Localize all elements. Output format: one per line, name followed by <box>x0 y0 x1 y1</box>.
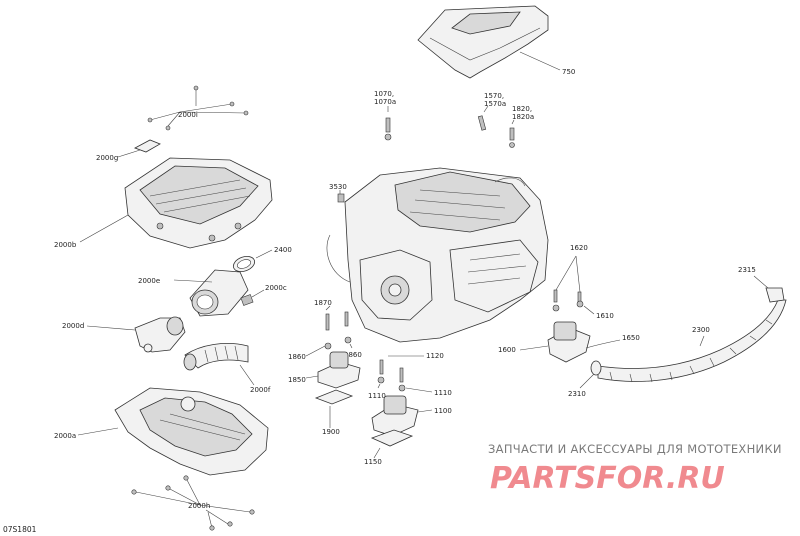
callout-1900: 1900 <box>322 428 340 436</box>
clamp-2310 <box>590 360 602 376</box>
bolts-1120 <box>377 359 406 392</box>
callout-2000e: 2000e <box>138 277 160 285</box>
clamp-1650 <box>585 339 621 349</box>
callout-1610: 1610 <box>596 312 614 320</box>
callout-2000f: 2000f <box>250 386 271 394</box>
callout-2400: 2400 <box>274 246 292 254</box>
callout-1650: 1650 <box>622 334 640 342</box>
watermark: ЗАПЧАСТИ И АКСЕССУАРЫ ДЛЯ МОТОТЕХНИКИ PA… <box>488 442 782 496</box>
callout-3530: 3530 <box>329 183 347 191</box>
watermark-subtitle: ЗАПЧАСТИ И АКСЕССУАРЫ ДЛЯ МОТОТЕХНИКИ <box>488 442 782 456</box>
sensor-2000c <box>240 294 254 306</box>
callout-2000i: 2000i <box>178 111 198 119</box>
oil-pan-2000a <box>114 387 269 476</box>
callout-1070: 1070, <box>374 90 394 98</box>
hose-2000f <box>183 343 249 371</box>
clamp-2315 <box>765 287 785 303</box>
engine-block <box>326 167 549 343</box>
shim-1150 <box>370 429 414 447</box>
bolt-1070 <box>384 117 392 141</box>
callout-1070a: 1070a <box>374 98 396 106</box>
callout-1860b: 1860 <box>344 351 362 359</box>
gasket-2000g <box>134 139 161 153</box>
callout-1150: 1150 <box>364 458 382 466</box>
clamp-2400 <box>232 256 256 272</box>
bolts-1870 <box>324 311 352 350</box>
callout-1110a: 1110 <box>368 392 386 400</box>
intake-manifold <box>124 157 273 249</box>
callout-2000g: 2000g <box>96 154 118 162</box>
shim-1900 <box>314 389 354 405</box>
mount-1850 <box>317 351 361 389</box>
callout-1860a: 1860 <box>288 353 306 361</box>
callout-2310: 2310 <box>568 390 586 398</box>
callout-2000c: 2000c <box>265 284 287 292</box>
callout-1600: 1600 <box>498 346 516 354</box>
mount-1600 <box>547 321 591 363</box>
mount-1100 <box>371 395 419 437</box>
callout-1620: 1620 <box>570 244 588 252</box>
bolt-1570 <box>477 115 487 131</box>
callout-1110b: 1110 <box>434 389 452 397</box>
elbow-2000d <box>134 316 186 353</box>
bolt-1820 <box>509 127 515 148</box>
callout-1820: 1820, <box>512 105 532 113</box>
bolts-1620 <box>552 255 584 312</box>
diagram-code: 07S1801 <box>3 525 37 534</box>
callout-1100: 1100 <box>434 407 452 415</box>
callout-2300: 2300 <box>692 326 710 334</box>
watermark-brand: PARTSFOR.RU <box>490 461 725 496</box>
screws-2000h <box>131 475 255 531</box>
callout-1850: 1850 <box>288 376 306 384</box>
coupler-2000e <box>189 269 249 317</box>
screws-2000i <box>147 85 249 131</box>
callout-1570: 1570, <box>484 92 504 100</box>
callout-1120: 1120 <box>426 352 444 360</box>
callout-2000b: 2000b <box>54 241 77 249</box>
callout-1570a: 1570a <box>484 100 506 108</box>
sensor-3530 <box>337 193 345 203</box>
callout-1870: 1870 <box>314 299 332 307</box>
callout-2000d: 2000d <box>62 322 84 330</box>
hose-2300 <box>597 299 787 383</box>
callout-2000h: 2000h <box>188 502 210 510</box>
callout-1820a: 1820a <box>512 113 534 121</box>
callout-2315: 2315 <box>738 266 756 274</box>
engine-cover <box>417 5 549 79</box>
callout-2000a: 2000a <box>54 432 76 440</box>
callout-750: 750 <box>562 68 575 76</box>
